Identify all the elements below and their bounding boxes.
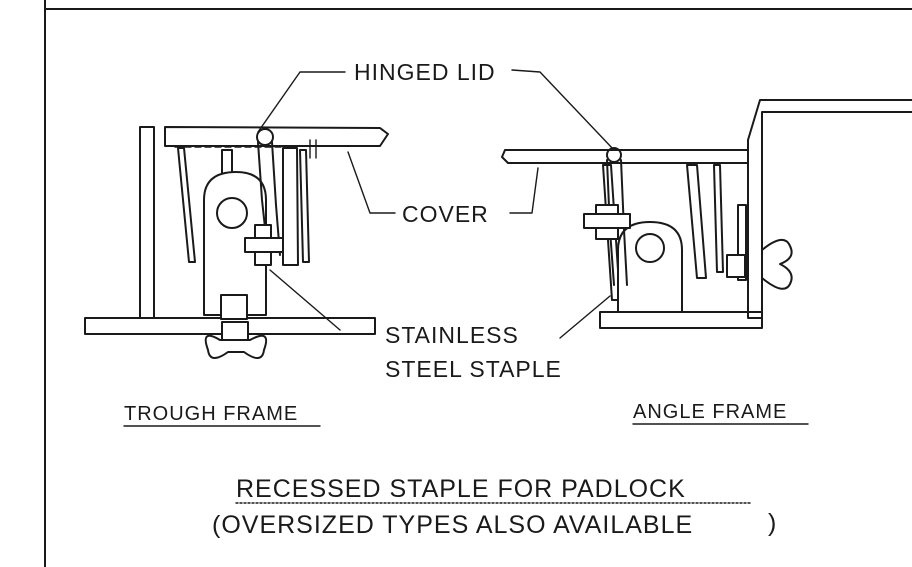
angle-top-flange [747, 99, 912, 141]
caption-line2: (OVERSIZED TYPES ALSO AVAILABLE [212, 511, 693, 539]
trough-staple-body [203, 171, 267, 316]
leader-lines [257, 69, 615, 214]
cover-label: COVER [402, 201, 489, 227]
angle-staple-body [617, 221, 683, 313]
angle-base-flange [599, 311, 763, 329]
angle-staple-hole [635, 233, 665, 263]
stainless-label-line1: STAINLESS [385, 322, 519, 348]
trough-frame-assembly [84, 126, 389, 359]
angle-cover-plate [501, 149, 749, 164]
angle-frame-assembly [501, 99, 912, 339]
caption-line1: RECESSED STAPLE FOR PADLOCK [236, 475, 686, 503]
trough-cover-plate [164, 126, 389, 147]
hinged-lid-label: HINGED LID [354, 59, 496, 85]
trough-frame-label: TROUGH FRAME [124, 403, 298, 425]
trough-staple-hole [216, 197, 248, 229]
angle-wing-nut [761, 239, 793, 290]
trough-hinge-loop [256, 128, 274, 146]
trough-vertical-wall [139, 126, 155, 319]
caption-close-paren: ) [768, 509, 777, 537]
trough-wing-nut [204, 334, 268, 359]
stainless-label-line2: STEEL STAPLE [385, 356, 562, 382]
trough-left-guide [177, 147, 196, 263]
drawing-border [44, 0, 912, 567]
angle-frame-label: ANGLE FRAME [633, 401, 787, 423]
angle-hinge-loop [606, 147, 622, 163]
